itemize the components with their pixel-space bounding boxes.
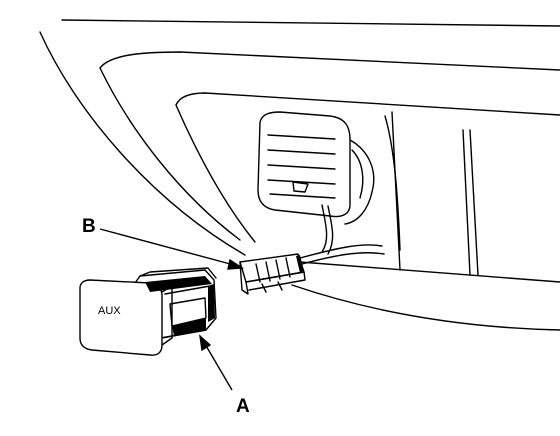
dashboard-panel — [39, 19, 560, 331]
arrowhead-a — [199, 334, 212, 352]
wire-harness — [299, 204, 385, 265]
leader-line-b — [99, 228, 235, 266]
socket-housing — [257, 111, 375, 225]
switch-opening — [175, 92, 560, 276]
shading — [145, 255, 304, 336]
arrowhead-b — [227, 258, 245, 270]
leader-lines — [99, 228, 245, 391]
callout-b: B — [82, 216, 96, 237]
connector-b — [239, 253, 306, 295]
aux-label: AUX — [98, 305, 121, 317]
callout-a: A — [236, 396, 250, 417]
leader-line-a — [204, 343, 233, 391]
